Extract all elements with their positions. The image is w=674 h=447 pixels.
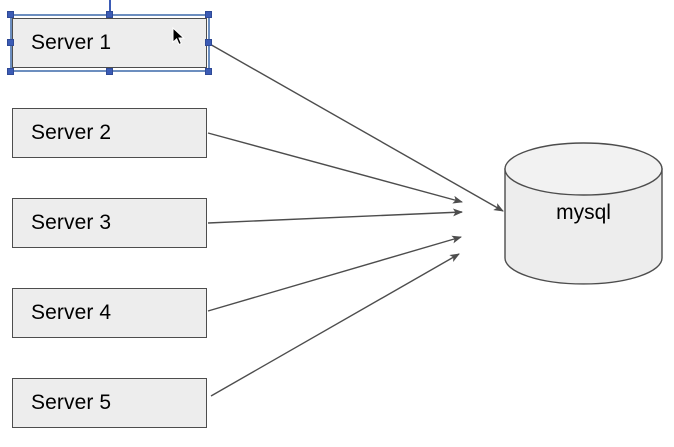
rotate-handle-stem[interactable] [109, 0, 111, 18]
handle-middle-left[interactable] [7, 39, 14, 46]
handle-middle-right[interactable] [205, 39, 212, 46]
handle-bottom-right[interactable] [205, 68, 212, 75]
connector-server2-to-mysql[interactable] [207, 132, 463, 204]
node-server-1[interactable]: Server 1 [12, 18, 207, 68]
handle-top-right[interactable] [205, 11, 212, 18]
connector-server5-to-mysql[interactable] [210, 253, 460, 397]
node-server-2[interactable]: Server 2 [12, 108, 207, 158]
node-server-4[interactable]: Server 4 [12, 288, 207, 338]
node-server-1-label: Server 1 [31, 31, 112, 54]
node-server-2-label: Server 2 [31, 121, 112, 144]
mysql-node-label: mysql [556, 200, 611, 224]
handle-top-left[interactable] [7, 11, 14, 18]
node-server-3-label: Server 3 [31, 211, 112, 234]
connector-server3-to-mysql[interactable] [207, 208, 463, 224]
node-server-4-label: Server 4 [31, 301, 112, 324]
node-server-3[interactable]: Server 3 [12, 198, 207, 248]
node-server-5-label: Server 5 [31, 391, 112, 414]
connector-server4-to-mysql[interactable] [207, 235, 462, 312]
handle-bottom-center[interactable] [106, 68, 113, 75]
node-server-5[interactable]: Server 5 [12, 378, 207, 428]
handle-bottom-left[interactable] [7, 68, 14, 75]
connector-server1-to-mysql[interactable] [207, 42, 504, 212]
handle-top-center[interactable] [106, 11, 113, 18]
